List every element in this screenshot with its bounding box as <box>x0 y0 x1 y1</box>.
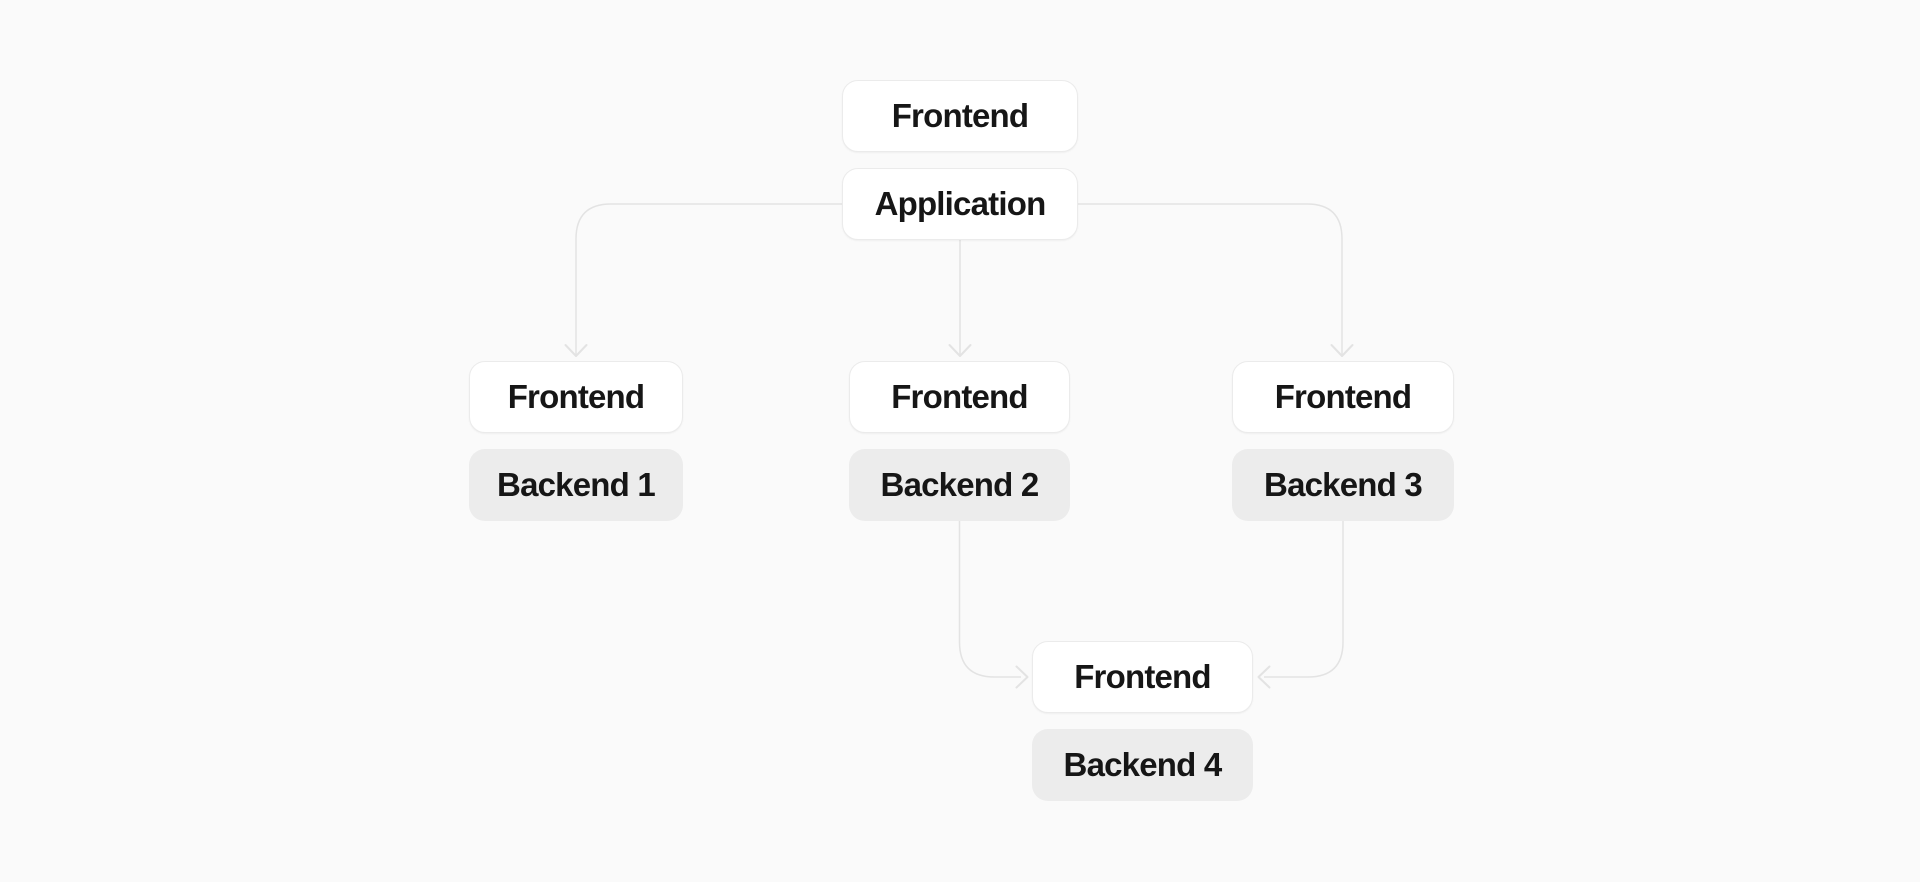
node-backend-3[interactable]: Frontend Backend 3 <box>1232 361 1454 521</box>
node-backend-1[interactable]: Frontend Backend 1 <box>469 361 683 521</box>
node-subtitle: Application <box>874 185 1047 222</box>
node-backend-1-frontend-box[interactable]: Frontend <box>469 361 683 433</box>
node-backend-4[interactable]: Frontend Backend 4 <box>1032 641 1253 801</box>
node-subtitle: Backend 2 <box>880 466 1040 503</box>
node-application-frontend-box[interactable]: Frontend <box>842 80 1078 152</box>
node-title: Frontend <box>507 378 645 415</box>
arrowhead-down-icon <box>948 344 972 357</box>
node-backend-2-sub-box[interactable]: Backend 2 <box>849 449 1070 521</box>
node-backend-3-frontend-box[interactable]: Frontend <box>1232 361 1454 433</box>
arrowhead-right-icon <box>1015 665 1029 689</box>
edge-backend3-to-backend4 <box>1257 521 1344 689</box>
arrowhead-down-icon <box>1330 344 1354 357</box>
node-subtitle: Backend 4 <box>1063 746 1223 783</box>
node-application[interactable]: Frontend Application <box>842 80 1078 240</box>
node-backend-4-frontend-box[interactable]: Frontend <box>1032 641 1253 713</box>
node-subtitle: Backend 3 <box>1264 466 1423 503</box>
node-application-sub-box[interactable]: Application <box>842 168 1078 240</box>
node-backend-2-frontend-box[interactable]: Frontend <box>849 361 1070 433</box>
node-title: Frontend <box>1074 658 1211 695</box>
node-title: Frontend <box>891 97 1029 134</box>
node-title: Frontend <box>891 378 1028 415</box>
node-subtitle: Backend 1 <box>497 466 656 503</box>
arrowhead-left-icon <box>1257 665 1271 689</box>
edge-backend2-to-backend4 <box>958 521 1029 689</box>
arrowhead-down-icon <box>564 344 588 357</box>
node-backend-3-sub-box[interactable]: Backend 3 <box>1232 449 1454 521</box>
node-backend-4-sub-box[interactable]: Backend 4 <box>1032 729 1253 801</box>
edge-application-to-backend1 <box>564 203 842 357</box>
edge-application-to-backend2 <box>948 240 972 357</box>
node-backend-1-sub-box[interactable]: Backend 1 <box>469 449 683 521</box>
node-backend-2[interactable]: Frontend Backend 2 <box>849 361 1070 521</box>
edge-application-to-backend3 <box>1078 203 1354 357</box>
node-title: Frontend <box>1274 378 1412 415</box>
